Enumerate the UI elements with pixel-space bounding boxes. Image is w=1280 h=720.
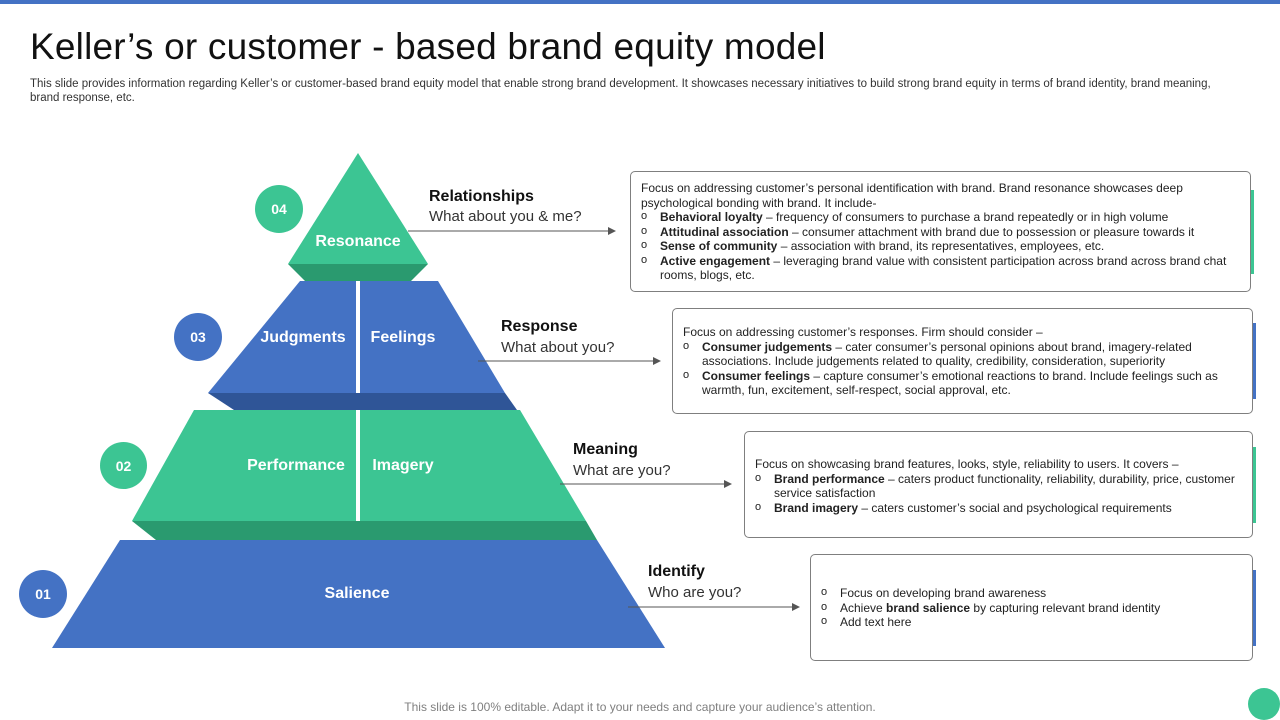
level-heading-relationships: Relationships [429,188,534,205]
card-intro: Focus on addressing customer’s personal … [641,181,1183,210]
page-title: Keller’s or customer - based brand equit… [30,26,826,67]
card-bullet: Attitudinal association – consumer attac… [641,224,1240,240]
card-bullet-list: Focus on developing brand awareness Achi… [821,585,1242,630]
card-bullet: Behavioral loyalty – frequency of consum… [641,209,1240,225]
level-heading-identify: Identify [648,563,705,580]
card-bullet: Sense of community – association with br… [641,238,1240,254]
connector-band-response [208,393,517,410]
tier-label-feelings: Feelings [370,329,436,346]
level-number-04: 04 [255,185,303,233]
tier-salience-shape[interactable] [52,540,665,648]
level-number-01: 01 [19,570,67,618]
card-intro: Focus on showcasing brand features, look… [755,457,1179,471]
tier-label-imagery: Imagery [372,457,434,474]
level-number-03: 03 [174,313,222,361]
tier-label-salience: Salience [324,585,390,602]
level-question-meaning: What are you? [573,462,671,479]
card-intro: Focus on addressing customer’s responses… [683,325,1043,339]
tier-resonance-shape[interactable] [288,153,428,264]
description-card-identify: Focus on developing brand awareness Achi… [810,554,1256,661]
connector-band-meaning [132,521,597,540]
description-card-relationships: Focus on addressing customer’s personal … [630,171,1254,292]
card-bullet: Brand performance – caters product funct… [755,471,1242,501]
card-accent-bar [1253,447,1256,523]
connector-band-resonance [288,264,428,282]
description-card-meaning: Focus on showcasing brand features, look… [744,431,1256,538]
card-accent-bar [1253,323,1256,399]
card-accent-bar [1251,190,1254,274]
tier-label-judgments: Judgments [260,329,346,346]
card-bullet: Add text here [821,614,1242,630]
card-accent-bar [1253,570,1256,646]
card-bullet-list: Brand performance – caters product funct… [755,471,1242,516]
card-bullet-list: Behavioral loyalty – frequency of consum… [641,209,1240,283]
card-bullet: Consumer feelings – capture consumer’s e… [683,368,1242,398]
card-bullet: Focus on developing brand awareness [821,585,1242,601]
level-question-response: What about you? [501,339,615,356]
top-accent-bar [0,0,1280,4]
level-question-identify: Who are you? [648,584,742,601]
level-question-relationships: What about you & me? [429,208,582,225]
card-bullet: Consumer judgements – cater consumer’s p… [683,339,1242,369]
footer-note: This slide is 100% editable. Adapt it to… [404,700,876,714]
tier-label-performance: Performance [247,457,345,474]
level-number-02: 02 [100,442,147,489]
level-heading-meaning: Meaning [573,441,638,458]
level-heading-response: Response [501,318,578,335]
card-bullet: Brand imagery – caters customer’s social… [755,500,1242,516]
tier-label-resonance: Resonance [315,233,401,250]
card-bullet: Achieve brand salience by capturing rele… [821,600,1242,616]
page-subtitle: This slide provides information regardin… [30,78,1211,104]
card-bullet: Active engagement – leveraging brand val… [641,253,1240,283]
description-card-response: Focus on addressing customer’s responses… [672,308,1256,414]
corner-decoration-dot [1248,688,1280,720]
card-bullet-list: Consumer judgements – cater consumer’s p… [683,339,1242,398]
